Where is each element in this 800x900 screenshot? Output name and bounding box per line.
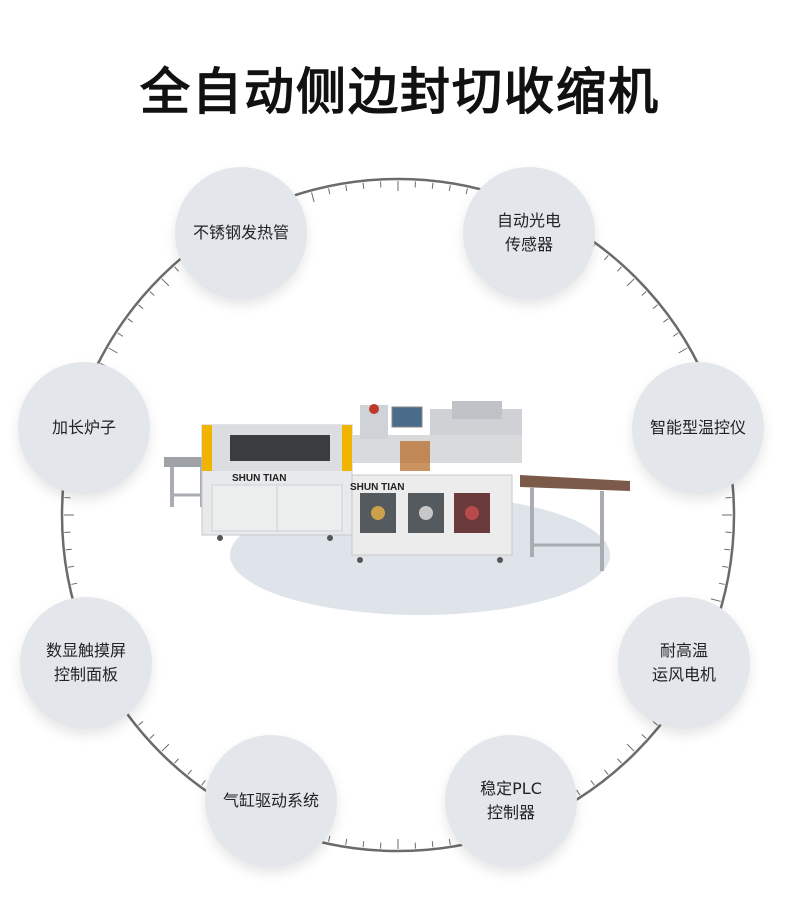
ring-tick xyxy=(161,743,170,752)
ring-tick xyxy=(149,734,155,739)
ring-tick xyxy=(718,582,725,585)
ring-tick xyxy=(345,838,348,845)
feature-label: 稳定PLC xyxy=(480,779,542,798)
feature-label: 数显触摸屏 xyxy=(45,641,126,660)
brand-label-right: SHUN TIAN xyxy=(350,482,404,493)
ring-tick xyxy=(161,278,170,287)
feature-label: 不锈钢发热管 xyxy=(192,223,289,242)
ring-tick xyxy=(576,789,581,796)
ring-tick xyxy=(678,347,688,354)
ring-tick xyxy=(311,192,315,203)
ring-tick xyxy=(431,841,434,848)
feature-stainless-heating-tube: 不锈钢发热管 xyxy=(175,167,307,299)
ring-circle xyxy=(60,177,736,853)
feature-label: 加长炉子 xyxy=(51,418,116,437)
ring-tick xyxy=(590,780,595,786)
shrink-machine-image: SHUN TIAN SHUN TIAN xyxy=(164,401,630,615)
ring-tick xyxy=(641,734,647,739)
left-conveyor xyxy=(164,457,208,507)
ring-tick xyxy=(201,780,206,786)
ring-tick xyxy=(641,291,647,296)
feature-touch-screen-panel: 数显触摸屏 控制面板 xyxy=(20,597,152,729)
ring-tick xyxy=(362,182,365,189)
ring-tick xyxy=(138,721,144,726)
feature-plc-controller: 稳定PLC 控制器 xyxy=(445,735,577,867)
ring-tick xyxy=(604,769,609,775)
ring-tick xyxy=(328,188,331,195)
feature-label: 自动光电 xyxy=(496,211,561,230)
ring-tick xyxy=(672,332,679,337)
feature-photoelectric-sensor: 自动光电 传感器 xyxy=(463,167,595,299)
ring-tick xyxy=(71,582,78,585)
brand-label-left: SHUN TIAN xyxy=(232,473,286,484)
side-sealer xyxy=(351,401,522,563)
ring-tick xyxy=(710,598,721,602)
ring-tick xyxy=(117,332,124,337)
ring-tick xyxy=(127,318,133,323)
ring-tick xyxy=(187,769,192,775)
ring-tick xyxy=(362,841,365,848)
feature-label: 气缸驱动系统 xyxy=(222,791,319,810)
ring-tick xyxy=(652,304,658,309)
ring-tick xyxy=(328,835,331,842)
feature-extended-oven: 加长炉子 xyxy=(18,362,150,494)
page-title: 全自动侧边封切收缩机 xyxy=(140,63,660,121)
ring-tick xyxy=(448,838,451,845)
feature-label: 控制面板 xyxy=(53,665,118,684)
feature-label: 运风电机 xyxy=(651,665,716,684)
ring-tick xyxy=(174,758,179,764)
ring-tick xyxy=(465,188,468,195)
ring-tick xyxy=(345,185,348,192)
feature-temperature-controller: 智能型温控仪 xyxy=(632,362,764,494)
ring-tick xyxy=(721,565,728,568)
feature-heat-resistant-motor: 耐高温 运风电机 xyxy=(618,597,750,729)
ring-tick xyxy=(138,304,144,309)
ring-tick xyxy=(174,266,179,272)
ring-tick xyxy=(617,266,622,272)
ring-tick xyxy=(617,758,622,764)
ring-tick xyxy=(431,182,434,189)
right-conveyor xyxy=(520,475,630,571)
ring-tick xyxy=(626,278,635,287)
feature-label: 智能型温控仪 xyxy=(649,418,746,437)
ring-tick xyxy=(448,185,451,192)
ring-tick xyxy=(65,548,72,551)
heat-tunnel xyxy=(201,424,353,541)
feature-cylinder-drive: 气缸驱动系统 xyxy=(205,735,337,867)
feature-label: 控制器 xyxy=(486,803,535,822)
feature-label: 传感器 xyxy=(504,235,553,254)
ring-tick xyxy=(663,318,669,323)
ring-tick xyxy=(626,743,635,752)
ring-tick xyxy=(149,291,155,296)
ring-tick xyxy=(604,255,609,261)
ring-tick xyxy=(724,548,731,551)
feature-label: 耐高温 xyxy=(659,641,708,660)
ring-tick xyxy=(68,565,75,568)
ring-tick xyxy=(108,347,118,354)
